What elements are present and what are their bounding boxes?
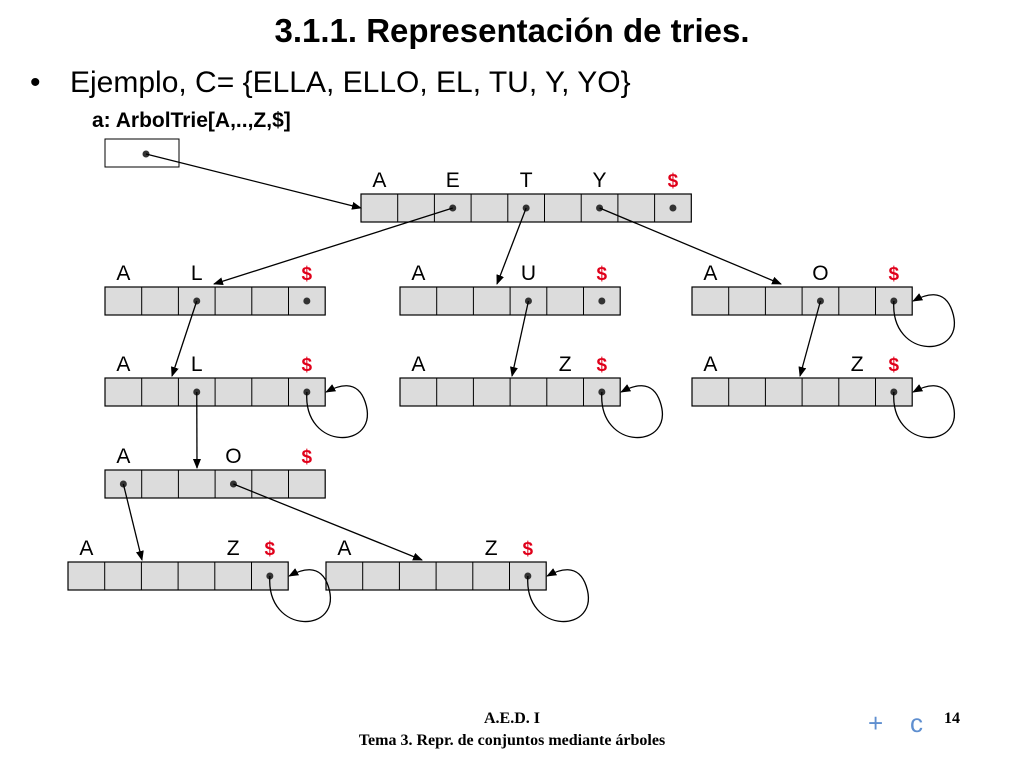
trie-node-root: A E T Y $ — [360, 169, 692, 223]
bullet-dot-icon: • — [30, 66, 41, 99]
trie-edges — [119, 153, 955, 623]
pointer-arrow — [122, 483, 144, 561]
cell-label: $ — [597, 355, 608, 376]
topic-name: Tema 3. Repr. de conjuntos mediante árbo… — [358, 732, 666, 749]
course-name: A.E.D. I — [483, 710, 540, 727]
trie-node-y: A O $ — [691, 262, 913, 316]
cell-label: E — [446, 169, 460, 192]
pointer-arrow — [145, 153, 362, 210]
cell-label: Z — [227, 537, 240, 560]
cell-label: $ — [889, 264, 900, 285]
cell-label: $ — [668, 171, 679, 192]
root-pointer-box — [104, 138, 180, 168]
trie-nodes: A E T Y $ A L $ A U $ A O $ A L $ A Z $ A Z $ A O $ A Z $ A Z $ — [67, 138, 913, 591]
cell-label: A — [337, 537, 351, 560]
trie-declaration: a: ArbolTrie[A,..,Z,$] — [92, 109, 291, 132]
cell-label: L — [191, 262, 203, 285]
example-text: Ejemplo, C= {ELLA, ELLO, EL, TU, Y, YO} — [70, 66, 631, 99]
end-of-word-loop — [601, 384, 663, 439]
pointer-arrow — [496, 207, 527, 285]
cell-label: A — [116, 353, 130, 376]
trie-node-tu: A Z $ — [399, 353, 621, 407]
cell-label: A — [79, 537, 93, 560]
cell-label: $ — [889, 355, 900, 376]
trie-diagram: A E T Y $ A L $ A U $ A O $ A L $ A Z $ A Z $ A O $ A Z $ A Z $ — [67, 138, 955, 623]
cell-label: $ — [523, 539, 534, 560]
cell-label: T — [520, 169, 533, 192]
cell-label: O — [225, 445, 241, 468]
end-of-word-loop — [306, 384, 368, 439]
cell-label: $ — [597, 264, 608, 285]
page-number: 14 — [944, 710, 960, 727]
pointer-arrow — [798, 300, 822, 377]
pointer-dot — [669, 204, 677, 212]
example-bullet: • Ejemplo, C= {ELLA, ELLO, EL, TU, Y, YO} — [30, 66, 631, 100]
cell-label: $ — [302, 355, 313, 376]
cell-label: A — [703, 353, 717, 376]
trie-node-ell: A O $ — [104, 445, 326, 499]
cell-label: $ — [302, 264, 313, 285]
cell-label: Z — [485, 537, 498, 560]
cell-label: $ — [265, 539, 276, 560]
trie-node-yo: A Z $ — [691, 353, 913, 407]
trie-node-ello: A Z $ — [325, 537, 547, 591]
cell-label: A — [703, 262, 717, 285]
cell-label: L — [191, 353, 203, 376]
pointer-arrow — [510, 300, 530, 377]
cell-label: A — [411, 353, 425, 376]
cell-label: A — [411, 262, 425, 285]
trie-node-el: A L $ — [104, 353, 326, 407]
pointer-arrow — [599, 207, 782, 285]
cell-label: A — [116, 445, 130, 468]
pointer-arrow — [233, 483, 423, 561]
end-of-word-loop — [893, 293, 955, 348]
end-of-word-loop — [269, 568, 331, 623]
cell-label: Z — [851, 353, 864, 376]
trie-node-e: A L $ — [104, 262, 326, 316]
next-slide-icon[interactable]: c — [910, 708, 923, 738]
pointer-arrow — [171, 300, 198, 377]
end-of-word-loop — [527, 568, 589, 623]
trie-node-t: A U $ — [399, 262, 621, 316]
cell-label: A — [116, 262, 130, 285]
cell-label: U — [521, 262, 536, 285]
cell-label: Z — [559, 353, 572, 376]
cell-label: A — [372, 169, 386, 192]
pointer-dot — [598, 297, 606, 305]
slide-title: 3.1.1. Representación de tries. — [274, 12, 750, 49]
prev-slide-icon[interactable]: + — [868, 708, 884, 738]
trie-node-ella: A Z $ — [67, 537, 289, 591]
cell-label: $ — [302, 447, 313, 468]
cell-label: Y — [593, 169, 607, 192]
pointer-dot — [303, 297, 311, 305]
pointer-arrow — [213, 207, 453, 286]
end-of-word-loop — [893, 384, 955, 439]
footer: A.E.D. I Tema 3. Repr. de conjuntos medi… — [0, 708, 1024, 752]
cell-label: O — [812, 262, 828, 285]
